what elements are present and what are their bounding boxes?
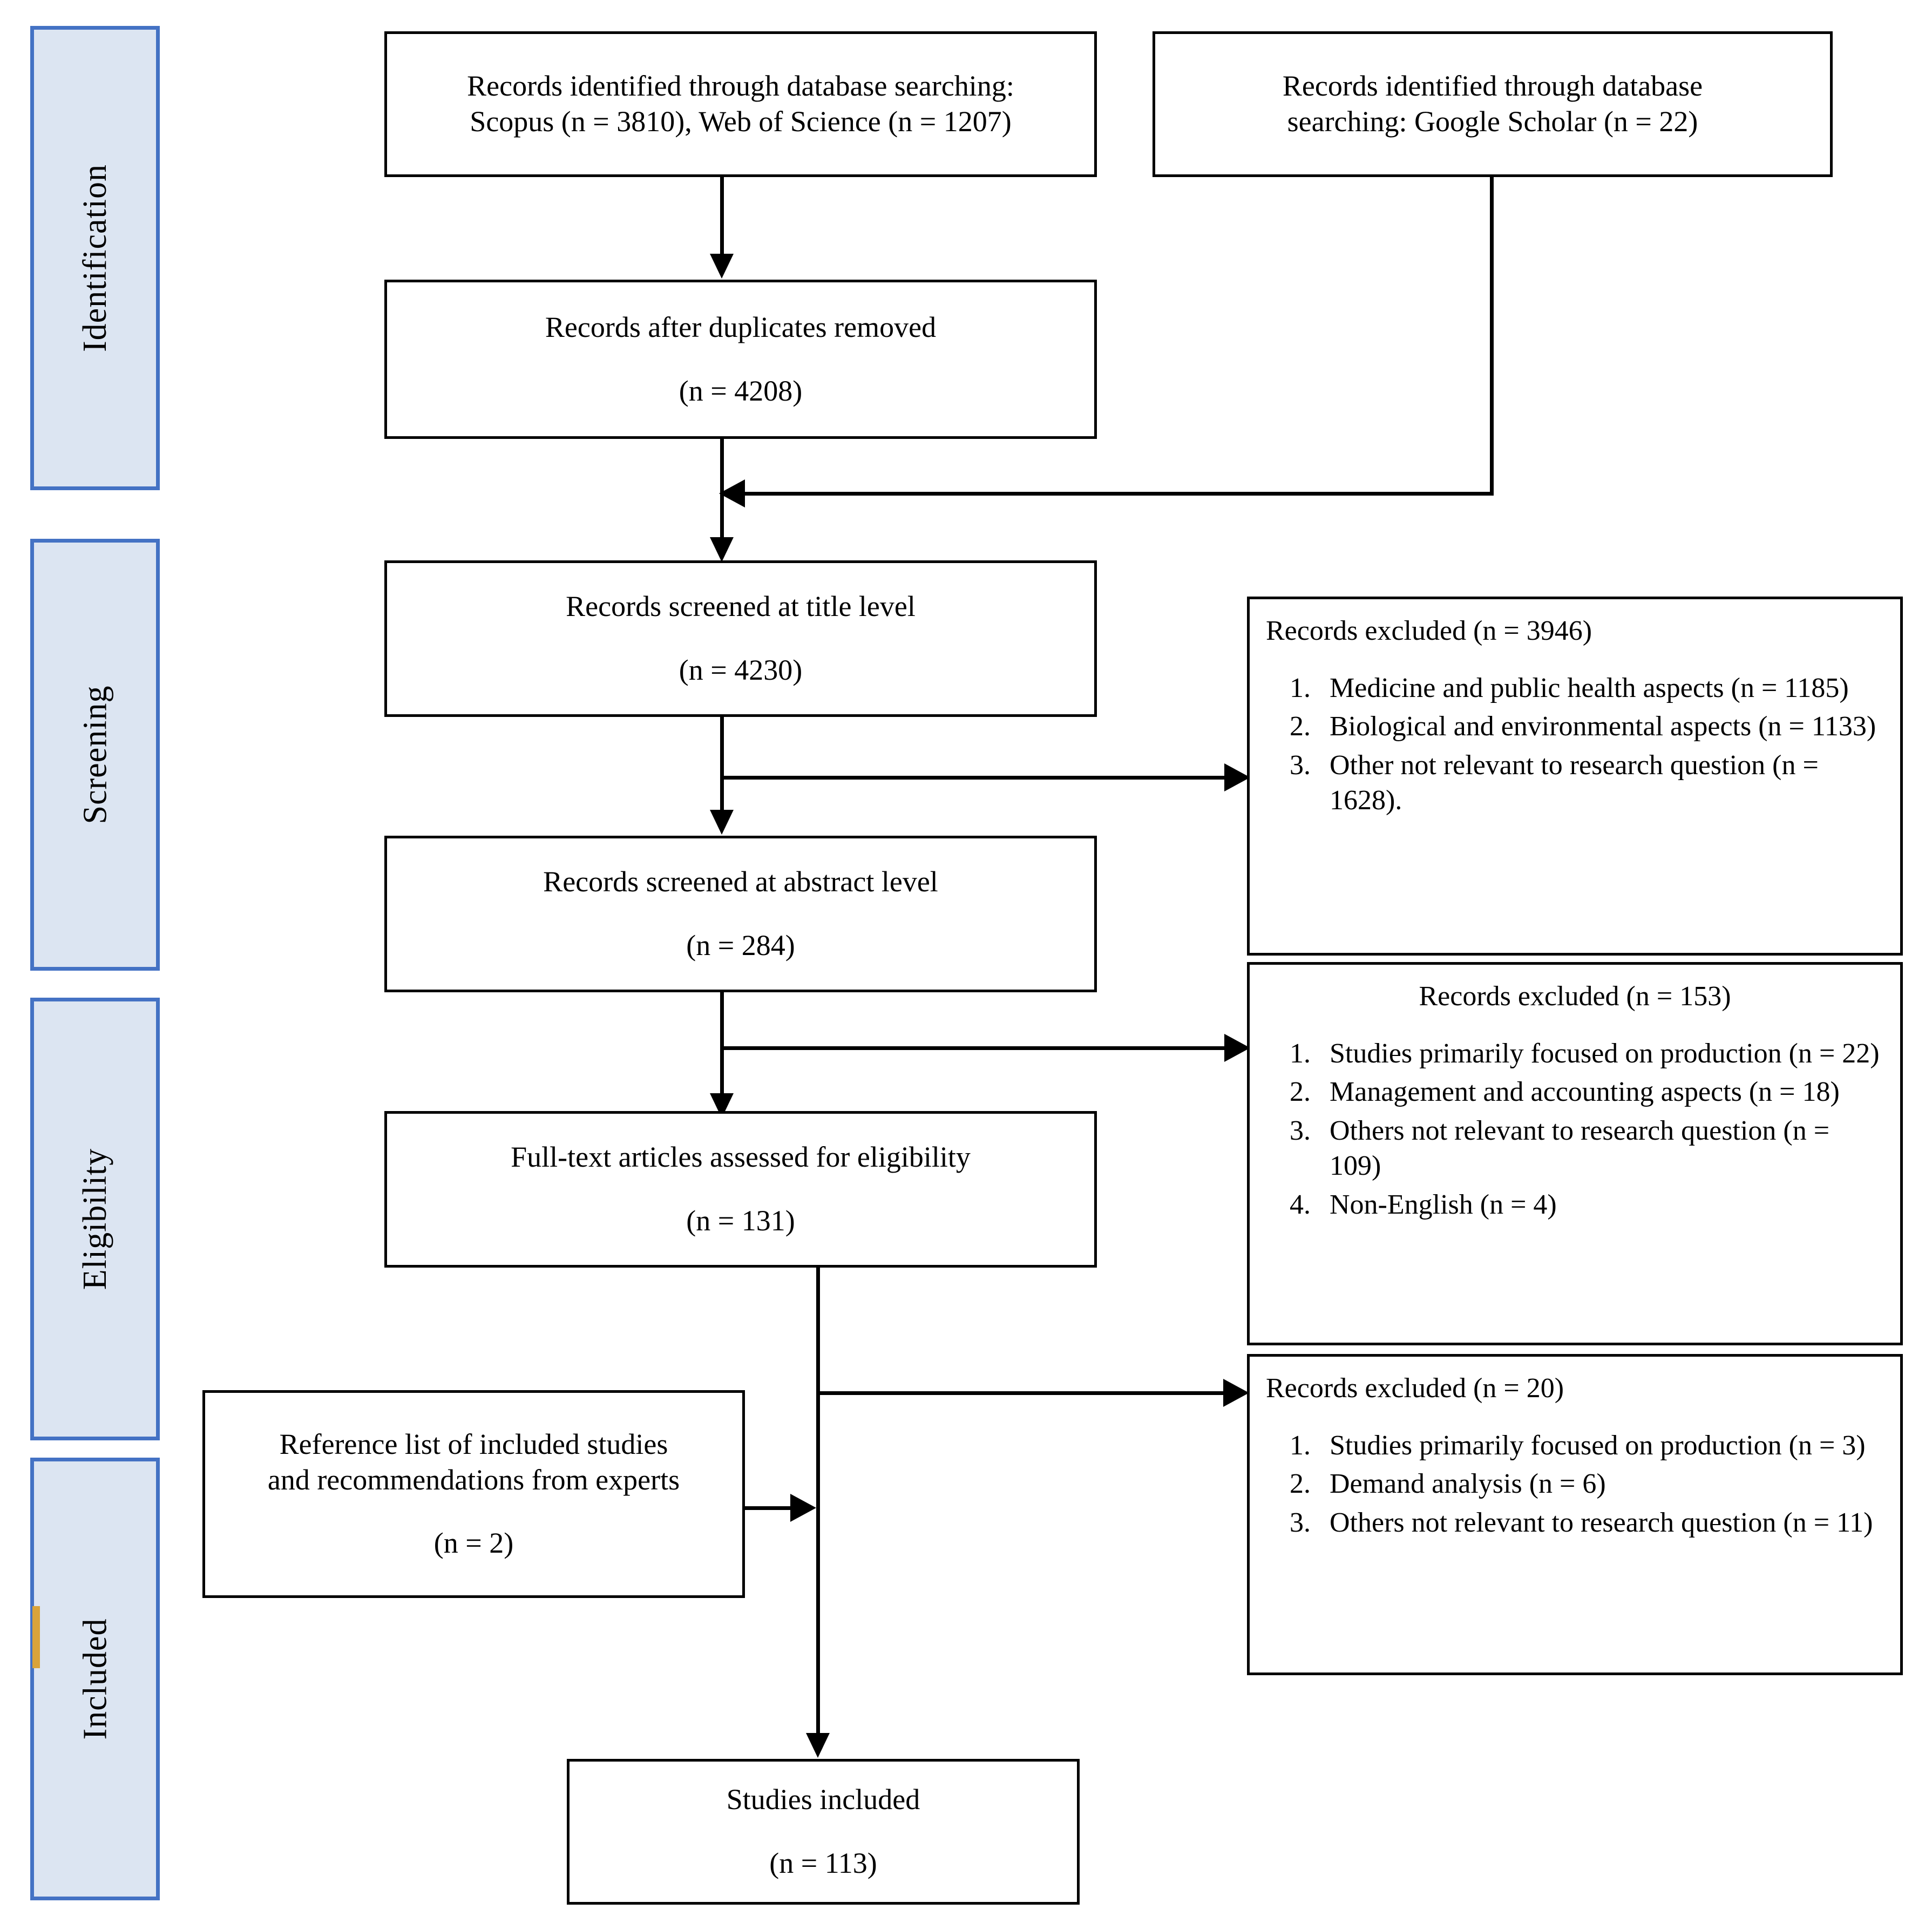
box-records-excluded-title-level: Records excluded (n = 3946) Medicine and… [1247,597,1903,956]
box-line: Records after duplicates removed [545,310,937,343]
box-line: Full-text articles assessed for eligibil… [511,1141,971,1174]
exclusion-reason: Studies primarily focused on production … [1318,1428,1884,1464]
box-line: (n = 284) [686,929,795,962]
box-line: Studies included [726,1783,920,1816]
connector-title-to-abstract [720,717,724,822]
exclusion-reason-list: Medicine and public health aspects (n = … [1266,671,1884,818]
exclusion-reason-list: Studies primarily focused on production … [1266,1036,1884,1223]
box-line: (n = 131) [686,1204,795,1237]
box-line: Records identified through database [1282,70,1703,103]
stage-label-eligibility: Eligibility [30,998,160,1440]
box-line: Records screened at abstract level [543,865,938,898]
arrow-right-icon [790,1494,816,1522]
box-line: and recommendations from experts [267,1463,680,1496]
box-line: Scopus (n = 3810), Web of Science (n = 1… [470,105,1012,138]
connector-scholar-down [1490,177,1494,496]
arrow-down-icon [710,537,734,562]
exclusion-reason: Medicine and public health aspects (n = … [1318,671,1884,706]
box-line: (n = 4208) [679,374,803,407]
exclusion-reason: Others not relevant to research question… [1318,1505,1884,1541]
stage-label-text: Included [76,1618,113,1740]
stage-label-screening: Screening [30,539,160,971]
box-line: Records identified through database sear… [467,70,1014,103]
exclusion-reason: Others not relevant to research question… [1318,1113,1884,1184]
box-title-screened: Records screened at title level (n = 423… [384,560,1097,717]
box-google-scholar-search: Records identified through database sear… [1153,31,1833,177]
box-line: (n = 2) [433,1527,514,1560]
connector-reference-to-stem [745,1506,794,1510]
exclusion-title: Records excluded (n = 153) [1419,981,1731,1012]
arrow-right-icon [1224,1034,1250,1062]
connector-scholar-left [745,492,1494,496]
arrow-down-icon [710,810,734,835]
box-reference-list: Reference list of included studies and r… [202,1390,745,1598]
box-fulltext-assessed: Full-text articles assessed for eligibil… [384,1111,1097,1268]
stage-label-identification: Identification [30,26,160,490]
connector-fulltext-to-included [816,1268,820,1745]
exclusion-reason: Management and accounting aspects (n = 1… [1318,1074,1884,1110]
stage-label-text: Eligibility [77,1148,114,1290]
exclusion-reason: Biological and environmental aspects (n … [1318,709,1884,744]
stage-label-text: Screening [77,685,114,824]
box-studies-included: Studies included (n = 113) [567,1759,1080,1905]
exclusion-reason: Demand analysis (n = 6) [1318,1466,1884,1502]
connector-abstract-to-exclusion-2 [720,1046,1228,1050]
box-line: searching: Google Scholar (n = 22) [1287,105,1698,138]
arrow-right-icon [1223,1379,1249,1407]
box-records-excluded-fulltext: Records excluded (n = 20) Studies primar… [1247,1354,1903,1675]
stage-label-included: Included [30,1458,160,1900]
stage-label-text: Identification [77,164,114,352]
exclusion-reason: Non-English (n = 4) [1318,1187,1884,1223]
box-line: Reference list of included studies [279,1427,668,1460]
box-abstract-screened: Records screened at abstract level (n = … [384,836,1097,992]
arrow-down-icon [806,1733,830,1758]
box-line: Records screened at title level [566,590,916,623]
box-records-excluded-abstract-level: Records excluded (n = 153) Studies prima… [1247,962,1903,1345]
exclusion-title: Records excluded (n = 3946) [1266,615,1592,646]
box-line: (n = 4230) [679,654,803,686]
box-database-search: Records identified through database sear… [384,31,1097,177]
arrow-right-icon [1224,763,1250,791]
stage-marker-icon [32,1606,40,1668]
box-line: (n = 113) [769,1847,877,1879]
connector-dbsearch-to-duplicates [720,177,724,263]
arrow-down-icon [710,254,734,279]
exclusion-reason: Other not relevant to research question … [1318,748,1884,818]
box-duplicates-removed: Records after duplicates removed (n = 42… [384,280,1097,439]
exclusion-title: Records excluded (n = 20) [1266,1373,1564,1404]
exclusion-reason: Studies primarily focused on production … [1318,1036,1884,1072]
connector-duplicates-to-title [720,439,724,550]
connector-fulltext-to-exclusion-3 [816,1391,1226,1395]
exclusion-reason-list: Studies primarily focused on production … [1266,1428,1884,1541]
connector-title-to-exclusion-1 [720,776,1228,780]
